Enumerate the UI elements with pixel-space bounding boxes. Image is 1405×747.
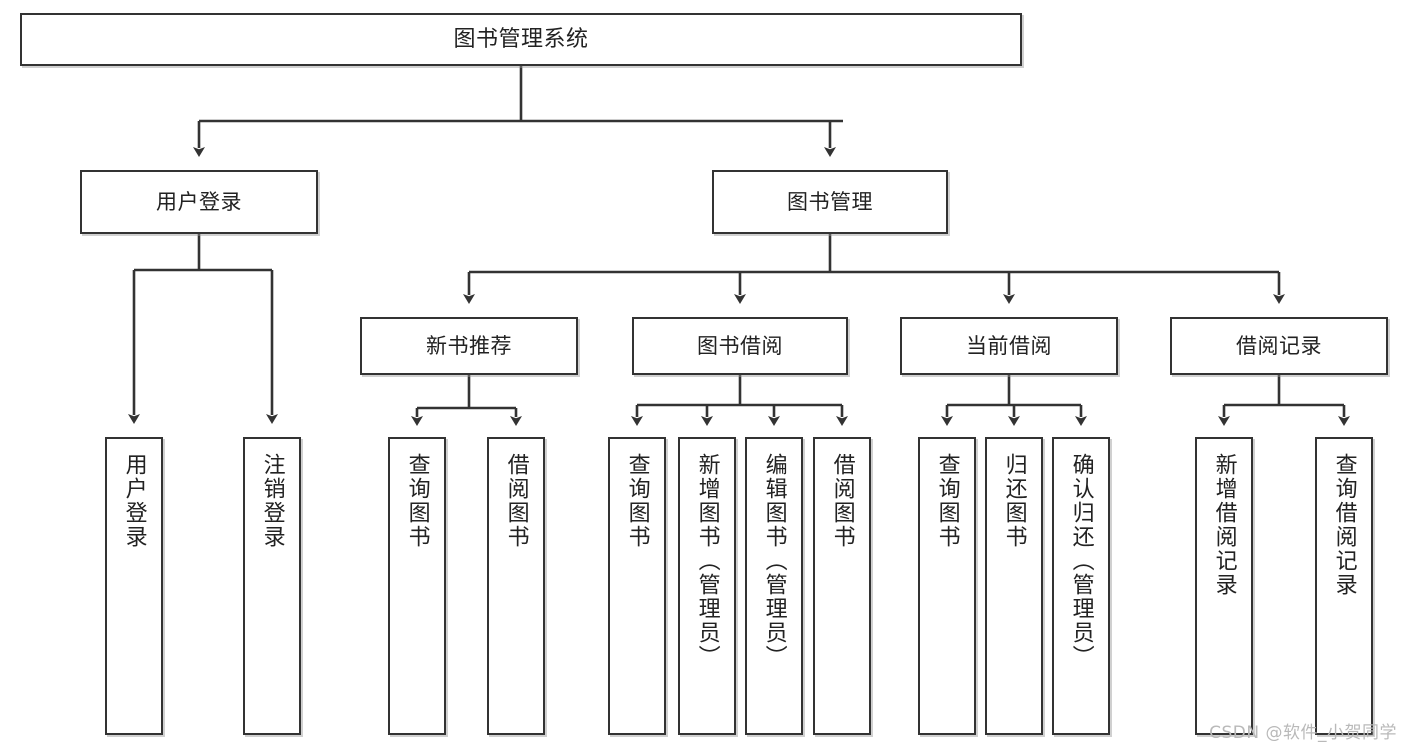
- node-book-manage[interactable]: 图书管理: [712, 170, 948, 234]
- node-leaf-borrow-book-2[interactable]: 借阅图书: [813, 437, 871, 735]
- node-root-label: 图书管理系统: [453, 26, 589, 52]
- node-leaf-edit-book[interactable]: 编辑图书（管理员）: [745, 437, 803, 735]
- node-new-book-recommend[interactable]: 新书推荐: [360, 317, 578, 375]
- node-book-borrow-label: 图书借阅: [697, 333, 783, 358]
- node-leaf-query-book-2-label: 查询图书: [624, 453, 650, 549]
- node-leaf-query-book-1[interactable]: 查询图书: [388, 437, 446, 735]
- node-leaf-borrow-book-1[interactable]: 借阅图书: [487, 437, 545, 735]
- node-leaf-borrow-book-2-label: 借阅图书: [829, 453, 855, 549]
- node-leaf-query-record-label: 查询借阅记录: [1331, 453, 1357, 597]
- node-current-borrow[interactable]: 当前借阅: [900, 317, 1118, 375]
- node-leaf-confirm-return[interactable]: 确认归还（管理员）: [1052, 437, 1110, 735]
- node-user-login-label: 用户登录: [156, 189, 242, 214]
- node-user-login[interactable]: 用户登录: [80, 170, 318, 234]
- node-leaf-query-record[interactable]: 查询借阅记录: [1315, 437, 1373, 735]
- node-leaf-add-book-label: 新增图书（管理员）: [694, 453, 720, 669]
- node-leaf-logout[interactable]: 注销登录: [243, 437, 301, 735]
- node-borrow-record-label: 借阅记录: [1236, 333, 1322, 358]
- node-leaf-borrow-book-1-label: 借阅图书: [503, 453, 529, 549]
- node-leaf-confirm-return-label: 确认归还（管理员）: [1068, 453, 1094, 669]
- node-root[interactable]: 图书管理系统: [20, 13, 1022, 66]
- node-current-borrow-label: 当前借阅: [966, 333, 1052, 358]
- node-leaf-add-book[interactable]: 新增图书（管理员）: [678, 437, 736, 735]
- node-leaf-add-record-label: 新增借阅记录: [1211, 453, 1237, 597]
- node-leaf-query-book-3-label: 查询图书: [934, 453, 960, 549]
- node-leaf-return-book[interactable]: 归还图书: [985, 437, 1043, 735]
- node-new-book-recommend-label: 新书推荐: [426, 333, 512, 358]
- node-borrow-record[interactable]: 借阅记录: [1170, 317, 1388, 375]
- watermark: CSDN @软件_小贺同学: [1209, 723, 1397, 743]
- node-book-manage-label: 图书管理: [787, 189, 873, 214]
- node-leaf-return-book-label: 归还图书: [1001, 453, 1027, 549]
- node-leaf-user-login[interactable]: 用户登录: [105, 437, 163, 735]
- node-leaf-logout-label: 注销登录: [259, 453, 285, 549]
- node-leaf-query-book-2[interactable]: 查询图书: [608, 437, 666, 735]
- node-leaf-query-book-1-label: 查询图书: [404, 453, 430, 549]
- node-leaf-add-record[interactable]: 新增借阅记录: [1195, 437, 1253, 735]
- node-leaf-edit-book-label: 编辑图书（管理员）: [761, 453, 787, 669]
- node-leaf-query-book-3[interactable]: 查询图书: [918, 437, 976, 735]
- node-book-borrow[interactable]: 图书借阅: [632, 317, 848, 375]
- node-leaf-user-login-label: 用户登录: [121, 453, 147, 549]
